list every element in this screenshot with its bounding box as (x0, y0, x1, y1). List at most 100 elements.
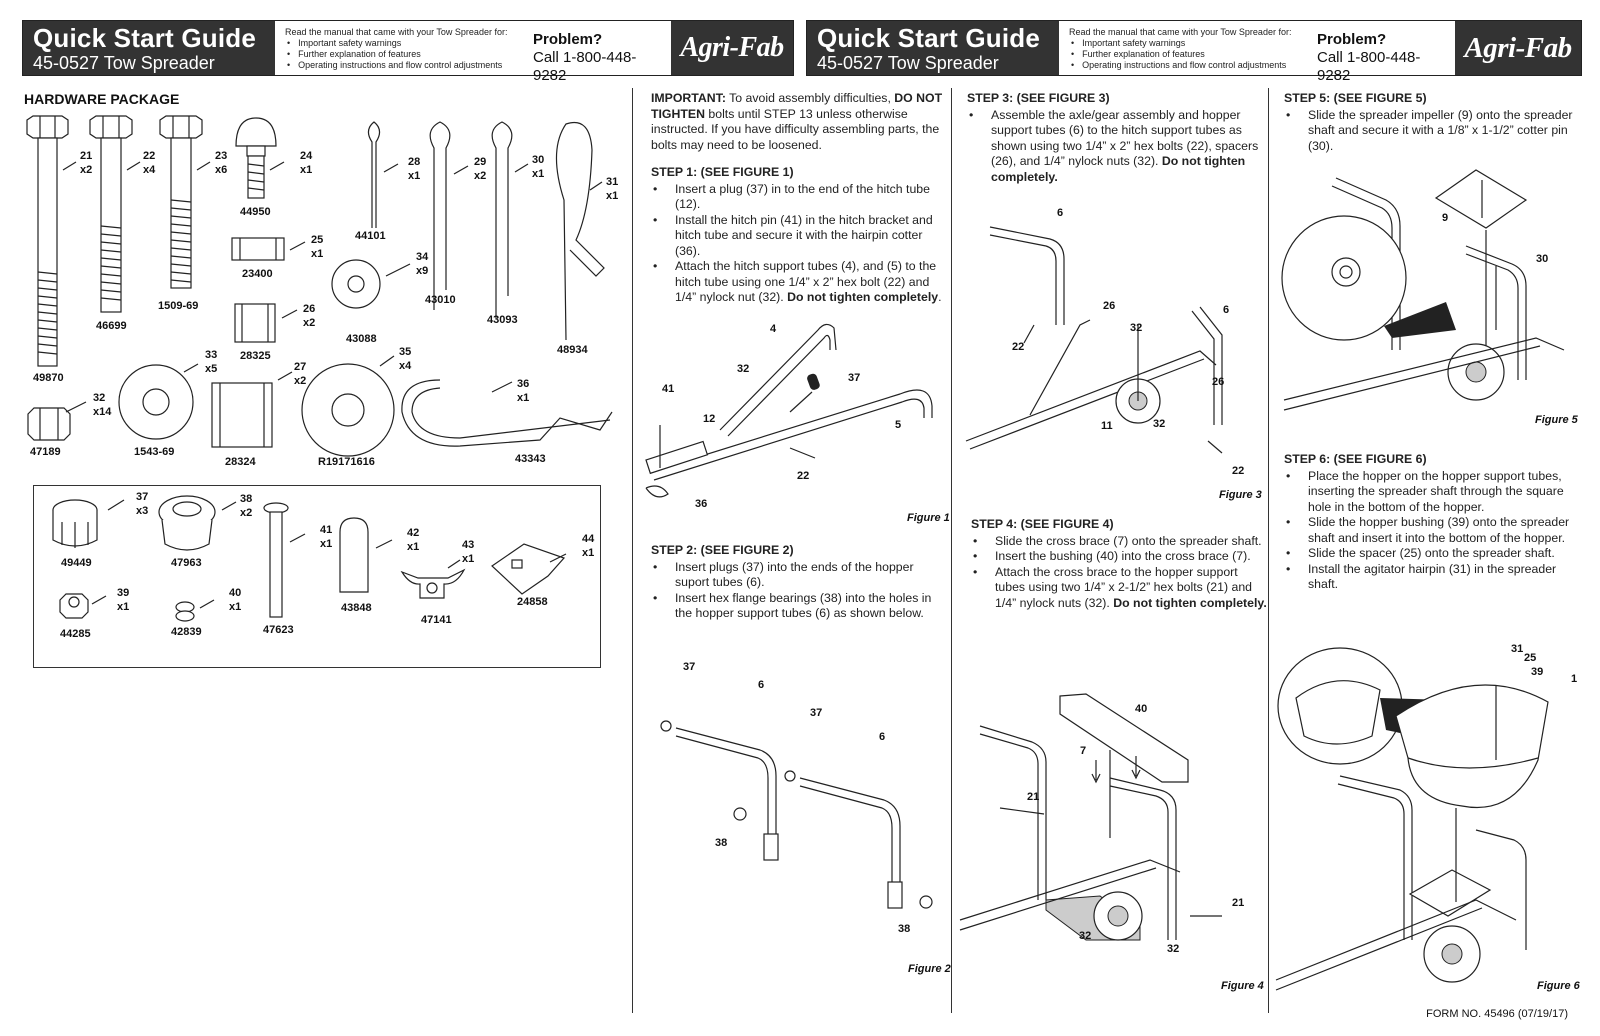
step-6-text: STEP 6: (SEE FIGURE 6) Place the hopper … (1284, 452, 1584, 593)
part-callout-21: 21 x2 (80, 149, 92, 177)
manual-notice: Read the manual that came with your Tow … (275, 21, 523, 75)
step-1-list: Insert a plug (37) in to the end of the … (651, 182, 947, 306)
part-callout-32: 32 x14 (93, 391, 111, 419)
part-qty: 34 x9 (416, 251, 429, 277)
step-2-bullet: Insert plugs (37) into the ends of the h… (651, 560, 947, 591)
part-qty: 37 x3 (136, 491, 149, 517)
part-qty: 36 x1 (517, 378, 530, 404)
manual-item: Operating instructions and flow control … (285, 60, 513, 71)
important-text: bolts until STEP 13 unless otherwise ins… (651, 106, 940, 152)
step-2-heading: STEP 2: (SEE FIGURE 2) (651, 543, 794, 557)
part-qty: 22 x4 (143, 150, 156, 176)
figure-3-callout: 32 (1130, 322, 1143, 334)
part-number-28325: 28325 (240, 350, 271, 362)
step-4-warning: Do not tighten completely. (1113, 595, 1267, 610)
manual-item: Important safety warnings (285, 38, 513, 49)
part-qty: 28 x1 (408, 156, 421, 182)
step-2-text: STEP 2: (SEE FIGURE 2) Insert plugs (37)… (651, 543, 947, 622)
column-divider (1268, 88, 1269, 1013)
figure-1-callout: 12 (703, 413, 716, 425)
part-number-47963: 47963 (171, 557, 202, 569)
hardware-package-title: HARDWARE PACKAGE (24, 91, 180, 107)
part-qty: 25 x1 (311, 234, 324, 260)
figure-1-callout: 41 (662, 383, 675, 395)
figure-2-callout: 37 (683, 661, 696, 673)
part-number-28324: 28324 (225, 456, 256, 468)
step-3-warning: Do not tighten completely. (991, 154, 1246, 184)
part-qty: 24 x1 (300, 150, 313, 176)
part-qty: 39 x1 (117, 587, 130, 613)
figure-1-callout: 37 (848, 372, 861, 384)
title-block: Quick Start Guide 45-0527 Tow Spreader (807, 21, 1059, 75)
part-qty: 41 x1 (320, 524, 333, 550)
part-callout-35: 35 x4 (399, 345, 411, 373)
important-bold: DO NOT TIGHTEN (651, 91, 943, 121)
part-callout-24: 24 x1 (300, 149, 312, 177)
figure-2-caption: Figure 2 (908, 963, 951, 975)
figure-3-callout: 11 (1101, 420, 1113, 432)
step-3-heading: STEP 3: (SEE FIGURE 3) (967, 91, 1110, 105)
title-block: Quick Start Guide 45-0527 Tow Spreader (23, 21, 275, 75)
part-qty: 32 x14 (93, 392, 112, 418)
hardware-small-parts-box (33, 485, 601, 668)
figure-1-callout: 36 (695, 498, 708, 510)
part-number-44285: 44285 (60, 628, 91, 640)
step-1-warning: Do not tighten completely (787, 290, 939, 304)
step-1-heading: STEP 1: (SEE FIGURE 1) (651, 165, 794, 179)
step-2-bullet: Insert hex flange bearings (38) into the… (651, 591, 947, 622)
figure-6-callout: 39 (1531, 666, 1544, 678)
step-4-list: Slide the cross brace (7) onto the sprea… (971, 534, 1267, 612)
step-5-text: STEP 5: (SEE FIGURE 5) Slide the spreade… (1284, 91, 1584, 154)
hardware-parts-illustration (26, 115, 613, 457)
figure-1-callout: 22 (797, 470, 810, 482)
step-4-bullet: Insert the bushing (40) into the cross b… (971, 549, 1267, 565)
figure-3-callout: 22 (1232, 465, 1245, 477)
figure-1-callout: 32 (737, 363, 750, 375)
problem-block: Problem? Call 1-800-448-9282 (523, 21, 671, 84)
figure-2-callout: 6 (879, 731, 886, 743)
step-4-heading: STEP 4: (SEE FIGURE 4) (971, 517, 1114, 531)
part-callout-36: 36 x1 (517, 377, 529, 405)
step-4-bullet: Attach the cross brace to the hopper sup… (971, 565, 1267, 612)
step-3-text-part: Assemble the axle/gear assembly and hopp… (991, 107, 1259, 169)
figure-4-callout: 32 (1079, 930, 1092, 942)
figure-1-illustration (645, 323, 933, 498)
part-number-23400: 23400 (242, 268, 273, 280)
important-text: To avoid assembly difficulties, (725, 91, 895, 105)
figure-6-illustration (1275, 647, 1549, 991)
part-number-47141: 47141 (421, 614, 452, 626)
model-subtitle: 45-0527 Tow Spreader (33, 53, 215, 73)
column-divider (632, 88, 633, 1013)
step-6-bullet: Install the agitator hairpin (31) in the… (1284, 562, 1584, 593)
part-qty: 42 x1 (407, 527, 420, 553)
figure-5-callout: 30 (1536, 253, 1549, 265)
step-5-heading: STEP 5: (SEE FIGURE 5) (1284, 91, 1427, 105)
step-2-list: Insert plugs (37) into the ends of the h… (651, 560, 947, 622)
figure-2-callout: 38 (898, 923, 911, 935)
part-qty: 43 x1 (462, 539, 475, 565)
part-number-44101: 44101 (355, 230, 386, 242)
step-3-bullet: Assemble the axle/gear assembly and hopp… (967, 108, 1265, 186)
part-callout-29: 29 x2 (474, 155, 486, 183)
part-number-47189: 47189 (30, 446, 61, 458)
part-number-43848: 43848 (341, 602, 372, 614)
problem-block: Problem? Call 1-800-448-9282 (1307, 21, 1455, 84)
part-number-1509-69: 1509-69 (158, 300, 199, 312)
part-number-47623: 47623 (263, 624, 294, 636)
step-1-bullet: Attach the hitch support tubes (4), and … (651, 259, 947, 306)
figure-3-callout: 26 (1212, 376, 1225, 388)
part-qty: 30 x1 (532, 154, 545, 180)
part-callout-31: 31 x1 (606, 175, 618, 203)
part-callout-34: 34 x9 (416, 250, 428, 278)
part-number-49870: 49870 (33, 372, 64, 384)
figure-2-callout: 6 (758, 679, 765, 691)
part-qty: 26 x2 (303, 303, 316, 329)
figure-3-callout: 6 (1057, 207, 1064, 219)
figure-1-callout: 5 (895, 419, 902, 431)
brand-logo: Agri-Fab (671, 21, 793, 75)
header-banner-left: Quick Start Guide 45-0527 Tow Spreader R… (22, 20, 794, 84)
part-callout-23: 23 x6 (215, 149, 227, 177)
step-6-bullet: Slide the spacer (25) onto the spreader … (1284, 546, 1584, 562)
figure-4-callout: 40 (1135, 703, 1148, 715)
part-callout-40: 40 x1 (229, 586, 241, 614)
